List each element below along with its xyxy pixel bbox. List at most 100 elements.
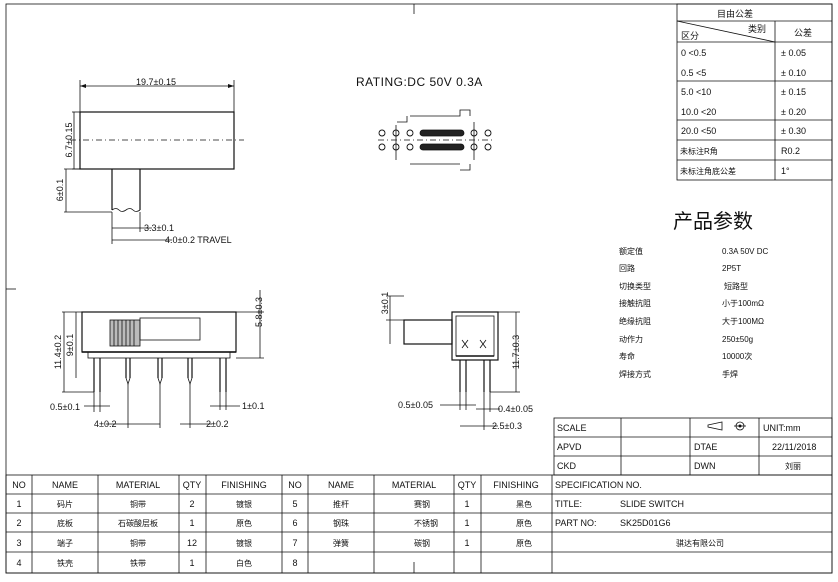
bom-qty: 2 [189,499,194,509]
tb-date: 22/11/2018 [772,442,816,452]
bom-header: MATERIAL [392,480,436,490]
table-row: 4 铁壳 铁带 1 白色 [16,558,252,568]
bom-qty: 1 [464,538,469,548]
tol-range: 未标注R角 [680,146,718,156]
table-row: 5 推杆 赛钢 1 黑色 [292,499,532,509]
bom-header: FINISHING [493,480,539,490]
bom-material: 铁带 [130,558,146,568]
tol-value: 1° [781,166,790,176]
param-value: 250±50g [722,335,753,344]
bom-header: MATERIAL [116,480,160,490]
param-value: 10000次 [722,351,752,361]
product-params: 产品参数 额定值 0.3A 50V DC 回路 2P5T 切换类型 短路型 接触… [619,209,768,379]
tol-range: 10.0 <20 [681,107,716,117]
bom-name: 端子 [57,538,73,548]
table-row: 8 [292,558,297,568]
bom-no: 2 [16,518,21,528]
tol-value: ± 0.20 [781,107,806,117]
bom-no: 5 [292,499,297,509]
bom-name: 钢珠 [333,518,349,528]
param-key: 绝缘抗阻 [619,316,651,326]
title-value: SLIDE SWITCH [620,499,684,509]
tol-range: 0 <0.5 [681,48,706,58]
table-row: 1 码片 铜带 2 镀银 [16,499,252,509]
params-title: 产品参数 [673,209,753,233]
bom-header: NO [12,480,26,490]
tol-value: R0.2 [781,146,800,156]
bom-no: 8 [292,558,297,568]
param-key: 回路 [619,263,635,273]
bom-name: 码片 [57,499,73,509]
bom-qty: 1 [464,518,469,528]
bom-qty: 1 [189,558,194,568]
top-view: 19.7±0.15 6.7±0.15 6±0.1 3.3±0.1 4.0±0.2… [55,77,244,245]
bom-finishing: 黑色 [516,499,532,509]
tb-apvd-label: APVD [557,442,582,452]
bom-no: 4 [16,558,21,568]
tb-dwn-label: DWN [694,461,716,471]
tol-value: ± 0.05 [781,48,806,58]
dim-side-3: 3±0.1 [380,292,390,314]
tb-unit: UNIT:mm [763,423,801,433]
bom-finishing: 白色 [236,558,252,568]
part-label: PART NO: [555,518,597,528]
dim-front-05: 0.5±0.1 [50,402,80,412]
param-value: 小于100mΩ [722,299,764,308]
tol-col-tol: 公差 [794,27,812,38]
tol-header-title: 目由公差 [717,8,753,19]
dim-front-2: 2±0.2 [206,419,228,429]
bom-qty: 12 [187,538,197,548]
tol-range: 20.0 <50 [681,126,716,136]
dim-top-height: 6.7±0.15 [64,123,74,158]
dim-side-117: 11.7±0.3 [511,335,521,369]
dim-travel: 4.0±0.2 TRAVEL [165,235,232,245]
dim-front-58: 5.8±0.3 [254,297,264,327]
param-key: 寿命 [619,351,635,361]
dim-front-1: 1±0.1 [242,401,264,411]
bom-material: 石碳酸层板 [118,518,158,528]
dim-side-04: 0.4±0.05 [498,404,533,414]
tol-range: 5.0 <10 [681,87,711,97]
bom-header: NAME [328,480,354,490]
bom-material: 铜带 [130,538,146,548]
bom-finishing: 原色 [516,518,532,528]
bom-header: NAME [52,480,78,490]
param-value: 0.3A 50V DC [722,247,768,256]
dim-front-h1: 11.4±0.2 [53,335,63,369]
bom-finishing: 原色 [236,518,252,528]
table-row: 3 端子 铜带 12 镀银 [16,538,252,548]
spec-label: SPECIFICATION NO. [555,480,642,490]
dim-lever-length: 6±0.1 [55,179,65,201]
tol-value: ± 0.15 [781,87,806,97]
bom-name: 底板 [57,518,73,528]
dim-front-4: 4±0.2 [94,419,116,429]
bom-no: 1 [16,499,21,509]
tb-date-label: DTAE [694,442,717,452]
table-row: 7 弹簧 碳钢 1 原色 [292,538,532,548]
bom-header: NO [288,480,302,490]
param-value: 2P5T [722,264,741,273]
param-key: 接触抗阻 [619,298,651,308]
bom-no: 7 [292,538,297,548]
param-value: 手焊 [722,369,738,379]
tolerance-table: 目由公差 类别 区分 公差 0 <0.5 ± 0.05 0.5 <5 ± 0.1… [676,3,833,181]
dim-side-25: 2.5±0.3 [492,421,522,431]
tb-dwn: 刘丽 [785,461,801,471]
dim-top-width: 19.7±0.15 [136,77,176,87]
bom-qty: 1 [189,518,194,528]
param-key: 切换类型 [619,281,651,291]
side-view: 3±0.1 11.7±0.3 0.5±0.05 0.4±0.05 2.5±0.3 [380,292,533,431]
tol-value: ± 0.10 [781,68,806,78]
bom-no: 6 [292,518,297,528]
bom-material: 不锈钢 [414,518,438,528]
tb-scale-label: SCALE [557,423,587,433]
tol-col-category: 类别 [748,23,766,34]
bom-material: 铜带 [130,499,146,509]
tol-col-zone: 区分 [681,31,699,41]
bom-header: FINISHING [221,480,267,490]
bom-header: QTY [458,480,477,490]
bom-finishing: 镀银 [236,538,252,548]
projection-icon [707,421,746,431]
